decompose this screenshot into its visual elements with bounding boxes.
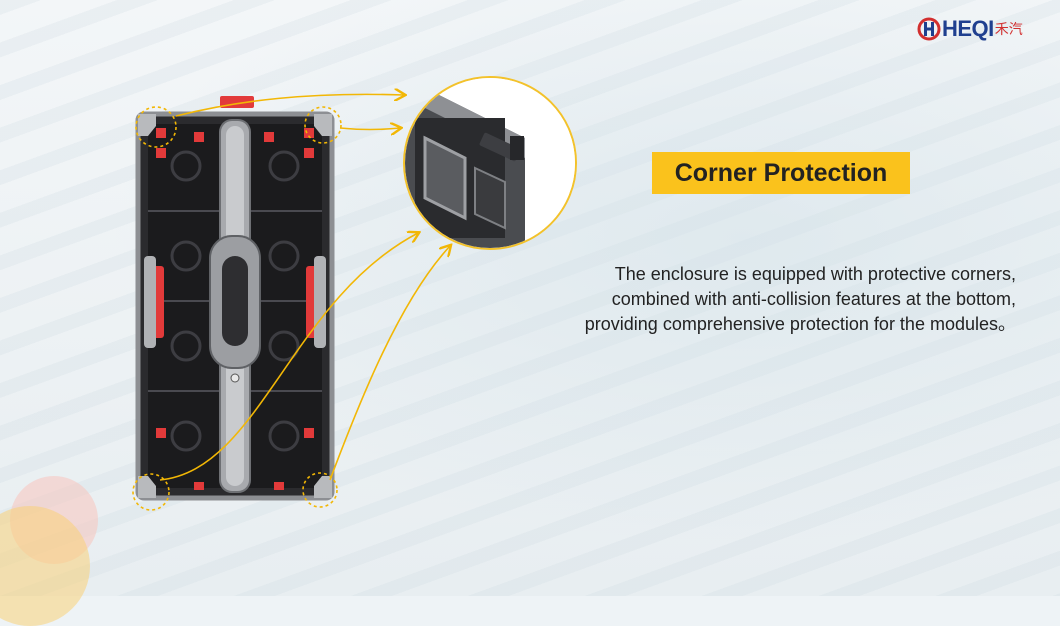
corner-detail-image: [405, 78, 575, 248]
description-text: The enclosure is equipped with protectiv…: [546, 262, 1016, 337]
callout-arrows: [132, 0, 1060, 511]
section-title-box: Corner Protection: [652, 152, 910, 194]
corner-highlight-bottom-right: [302, 472, 338, 508]
corner-highlight-top-right: [304, 106, 342, 144]
heqi-logo-icon: [917, 17, 941, 41]
led-cabinet-image: [135, 96, 335, 501]
corner-highlight-top-left: [135, 106, 177, 148]
logo-chinese-text: 禾汽: [994, 22, 1023, 38]
logo-text: HEQI: [942, 16, 994, 41]
description-line: providing comprehensive protection for t…: [584, 314, 1016, 334]
corner-highlight-bottom-left: [132, 473, 170, 511]
brand-logo: HEQI 禾汽: [917, 15, 1023, 43]
description-line: The enclosure is equipped with protectiv…: [614, 264, 1016, 284]
corner-detail-zoom: [403, 76, 577, 250]
description-line: combined with anti-collision features at…: [611, 289, 1016, 309]
section-title: Corner Protection: [674, 158, 888, 187]
